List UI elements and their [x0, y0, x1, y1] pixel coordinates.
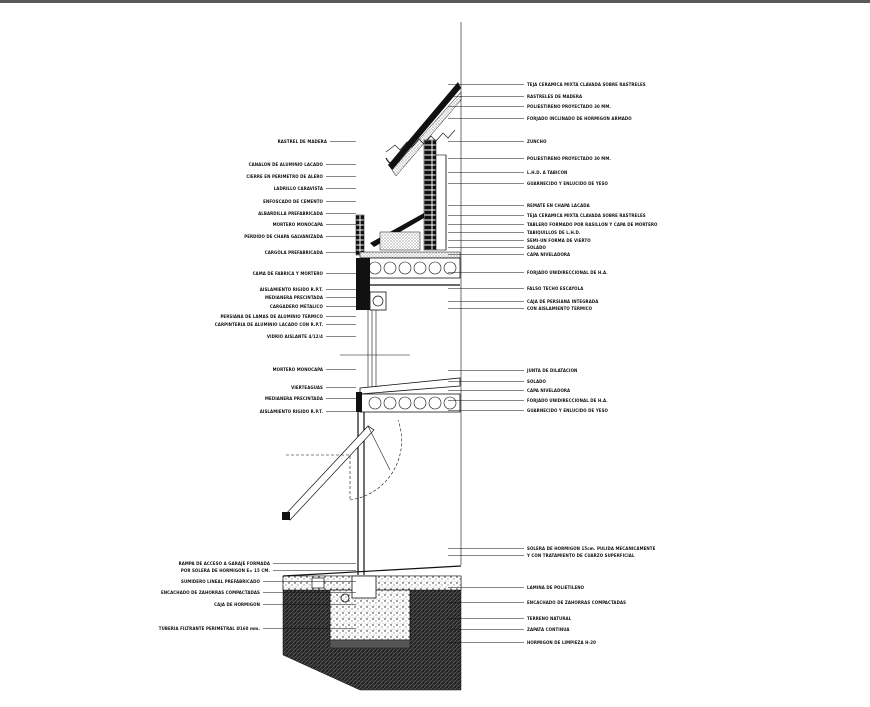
label-left-8: CARGOLA PREFABRICADA	[265, 250, 324, 256]
label-right-1: RASTRELES DE MADERA	[527, 94, 583, 100]
label-right-19: JUNTA DE DILATACION	[526, 368, 577, 374]
label-right-9: TEJA CERAMICA MIXTA CLAVADA SOBRE RASTRE…	[527, 213, 646, 219]
label-left-12: CARGADERO METALICO	[270, 304, 324, 310]
label-right-17: CAJA DE PERSIANA INTEGRADA	[527, 299, 599, 305]
label-right-14: CAPA NIVELADORA	[527, 252, 571, 258]
lower-slab	[356, 377, 461, 413]
label-right-21: CAPA NIVELADORA	[527, 388, 571, 394]
label-right-27: ENCACHADO DE ZAHORRAS COMPACTADAS	[527, 600, 626, 606]
label-left-23: ENCACHADO DE ZAHORRAS COMPACTADAS	[161, 590, 260, 596]
label-left-24: CAJA DE HORMIGON	[214, 602, 260, 608]
label-left-7: PERDIDO DE CHAPA GALVANIZADA	[244, 234, 324, 240]
label-left-2: CIERRE EN PERIMETRO DE ALERO	[246, 174, 323, 180]
garage-door	[282, 419, 402, 521]
label-right-22: FORJADO UNIDIRECCIONAL DE H.A.	[527, 398, 608, 404]
label-right-20: SOLADO	[527, 379, 547, 385]
label-left-14: CARPINTERIA DE ALUMINIO LACADO CON R.P.T…	[215, 322, 324, 328]
label-right-18: CON AISLAMIENTO TERMICO	[527, 306, 593, 312]
window-block	[340, 258, 410, 390]
label-right-8: REMATE EN CHAPA LACADA	[527, 203, 591, 209]
label-left-17: VIERTEAGUAS	[291, 385, 323, 391]
label-right-25: Y CON TRATAMIENTO DE CUARZO SUPERFICIAL	[526, 553, 635, 559]
label-left-11: MEDIANERA PRECINTADA	[265, 295, 324, 301]
label-left-16: MORTERO MONOCAPA	[273, 367, 324, 373]
label-left-22: SUMIDERO LINEAL PREFABRICADO	[181, 579, 260, 585]
label-right-26: LAMINA DE POLIETILENO	[527, 585, 585, 591]
label-right-11: TABIQUILLOS DE L.H.D.	[527, 230, 581, 236]
label-right-6: L.H.D. A TABICON	[527, 170, 567, 176]
label-left-0: RASTREL DE MADERA	[278, 139, 328, 145]
label-right-24: SOLERA DE HORMIGON 15cm. PULIDA MECANICA…	[527, 546, 656, 552]
label-right-2: POLIESTIRENO PROYECTADO 30 MM.	[527, 104, 611, 110]
label-left-20: RAMPA DE ACCESO A GARAJE FORMADA	[179, 561, 271, 567]
label-left-5: ALBARDILLA PREFABRICADA	[258, 211, 324, 217]
leader-lines-right	[448, 84, 524, 643]
label-right-7: GUARNECIDO Y ENLUCIDO DE YESO	[527, 181, 609, 187]
label-left-21: POR SOLERA DE HORMIGON E= 15 CM.	[181, 568, 270, 574]
label-right-5: POLIESTIRENO PROYECTADO 30 MM.	[527, 156, 611, 162]
label-right-30: HORMIGON DE LIMPIEZA H-20	[527, 640, 596, 646]
label-right-15: FORJADO UNIDIRECCIONAL DE H.A.	[527, 270, 608, 276]
label-left-13: PERSIANA DE LAMAS DE ALUMINIO TERMICO	[220, 314, 323, 320]
label-right-10: TABLERO FORMADO POR RASILLON Y CAPA DE M…	[527, 222, 658, 228]
label-right-12: SEMI-UN FORMA DE VIERTO	[527, 238, 591, 244]
label-left-3: LADRILLO CARAVISTA	[274, 186, 324, 192]
lower-roof	[355, 213, 424, 256]
label-right-3: FORJADO INCLINADO DE HORMIGON ARMADO	[527, 116, 632, 122]
label-right-28: TERRENO NATURAL	[527, 616, 572, 622]
label-left-4: ENFOSCADO DE CEMENTO	[263, 199, 323, 205]
brick-facade	[423, 139, 437, 251]
upper-slab	[359, 251, 461, 286]
window-top-border	[0, 0, 870, 3]
leader-lines-left	[263, 141, 356, 629]
label-left-1: CANALON DE ALUMINIO LACADO	[249, 162, 324, 168]
label-left-9: CAMA DE FABRICA Y MORTERO	[253, 271, 324, 277]
label-left-6: MORTERO MONOCAPA	[273, 222, 324, 228]
label-left-15: VIDRIO AISLANTE 4/12/4	[267, 334, 323, 340]
gutter	[385, 157, 399, 165]
label-left-18: MEDIANERA PRECINTADA	[265, 396, 324, 402]
label-left-19: AISLAMIENTO RIGIDO R.P.T.	[260, 409, 324, 415]
roof-slope	[385, 82, 462, 177]
label-left-25: TUBERIA FILTRANTE PERIMETRAL Ø160 mm.	[159, 625, 261, 632]
label-left-10: AISLAMIENTO RIGIDO R.P.T.	[260, 287, 324, 293]
label-right-29: ZAPATA CONTINUA	[527, 627, 570, 633]
label-right-4: ZUNCHO	[527, 139, 547, 145]
label-right-23: GUARNECIDO Y ENLUCIDO DE YESO	[527, 408, 609, 414]
label-right-0: TEJA CERAMICA MIXTA CLAVADA SOBRE RASTRE…	[527, 82, 646, 88]
label-right-16: FALSO TECHO ESCAYOLA	[527, 286, 584, 292]
label-right-13: SOLADO	[527, 245, 547, 251]
foundation	[282, 565, 462, 691]
